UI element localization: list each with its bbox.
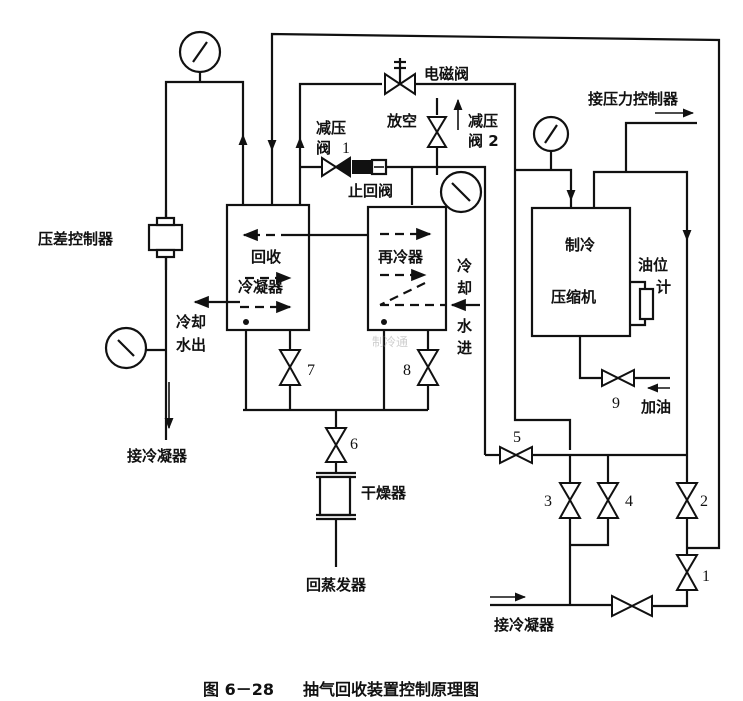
label-to-pressure-controller: 接压力控制器	[588, 90, 679, 108]
label-to-condenser-bottom: 接冷凝器	[494, 616, 555, 634]
label-oil-level-2: 计	[656, 278, 671, 296]
subcooler	[366, 205, 448, 332]
recovery-condenser	[225, 203, 311, 332]
valve-9	[601, 368, 635, 388]
pressure-reducer-valve-2	[426, 116, 448, 148]
label-pressure-reducer-2-b: 阀 2	[468, 132, 499, 150]
valve-1-number: 1	[702, 568, 710, 585]
valve-2-number: 2	[700, 493, 708, 510]
valve-5	[499, 445, 533, 465]
dryer	[316, 471, 356, 521]
label-compressor-2: 压缩机	[551, 288, 596, 306]
label-subcooler: 再冷器	[378, 248, 424, 266]
label-dryer: 干燥器	[361, 484, 407, 502]
valve-3	[558, 482, 582, 519]
valve-3-number: 3	[544, 493, 552, 510]
diff-pressure-controller-icon	[147, 223, 184, 252]
valve-7-number: 7	[307, 362, 315, 379]
label-pressure-reducer-2-a: 减压	[468, 112, 498, 130]
figure-number: 图 6－28	[203, 680, 274, 699]
valve-8	[416, 349, 440, 386]
check-valve	[352, 158, 388, 176]
solenoid-valve	[384, 58, 416, 96]
label-diff-pressure-controller: 压差控制器	[38, 230, 114, 248]
label-add-oil: 加油	[640, 398, 671, 416]
label-solenoid-valve: 电磁阀	[424, 65, 469, 83]
label-cooling-water-in-2: 却	[457, 279, 472, 297]
label-cooling-water-in-3: 水	[457, 317, 473, 335]
label-cooling-water-out-2: 水出	[176, 336, 206, 354]
oil-level-gauge-icon	[638, 287, 655, 321]
label-recovery-condenser-2: 冷凝器	[238, 278, 284, 296]
refrigeration-compressor	[530, 206, 632, 338]
label-pressure-reducer-1-num: 1	[342, 140, 350, 157]
label-compressor-1: 制冷	[565, 236, 595, 254]
valve-6	[324, 427, 348, 463]
label-oil-level-1: 油位	[638, 256, 668, 274]
valve-7	[278, 349, 302, 386]
valve-2	[675, 482, 699, 519]
diff-pressure-loop	[104, 30, 248, 440]
label-to-condenser-left: 接冷凝器	[127, 447, 188, 465]
bottom-inlet-valve	[611, 594, 653, 618]
watermark: 制冷通	[372, 335, 408, 349]
pressure-reducer-valve-1	[321, 156, 351, 178]
label-cooling-water-in-1: 冷	[457, 257, 472, 275]
top-return-line	[270, 32, 721, 550]
figure-title: 抽气回收装置控制原理图	[303, 680, 479, 699]
valve-4	[596, 482, 620, 519]
label-pressure-reducer-1-b: 阀	[316, 139, 331, 157]
valve-8-number: 8	[403, 362, 411, 379]
label-cooling-water-in-4: 进	[457, 339, 472, 357]
label-cooling-water-out-1: 冷却	[176, 313, 206, 331]
pressure-gauge-subcooler-icon	[439, 170, 483, 214]
valve-9-number: 9	[612, 395, 620, 412]
valve-5-number: 5	[513, 429, 521, 446]
label-pressure-reducer-1-a: 减压	[316, 119, 346, 137]
pressure-gauge-left-icon	[104, 326, 148, 370]
valve-6-number: 6	[350, 436, 358, 453]
valve-1	[675, 554, 699, 591]
label-vent: 放空	[386, 112, 417, 130]
valve-4-number: 4	[625, 493, 633, 510]
label-to-evaporator: 回蒸发器	[306, 576, 367, 594]
label-check-valve: 止回阀	[348, 182, 393, 200]
label-recovery-condenser-1: 回收	[251, 248, 281, 266]
